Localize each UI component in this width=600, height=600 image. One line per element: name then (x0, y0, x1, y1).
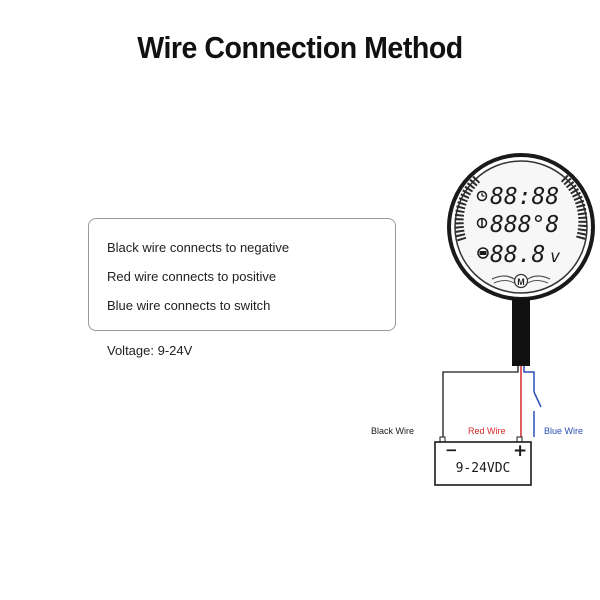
clock-icon (476, 190, 488, 202)
cable (512, 298, 530, 366)
wings-logo (491, 273, 551, 289)
positive-symbol: + (513, 441, 527, 461)
negative-symbol: − (445, 441, 458, 459)
gauge-left-scale (454, 174, 482, 242)
instruction-box: Black wire connects to negative Red wire… (88, 218, 396, 331)
blue-wire-label: Blue Wire (544, 426, 583, 436)
page-title: Wire Connection Method (137, 30, 463, 65)
instruction-black-wire: Black wire connects to negative (107, 240, 290, 255)
black-wire-label: Black Wire (371, 426, 414, 436)
battery-voltage-label: 9-24VDC (456, 461, 511, 476)
voltage-note: Voltage: 9-24V (107, 343, 193, 358)
battery-icon (477, 247, 489, 259)
gauge-right-scale (560, 174, 588, 242)
gauge-readout-time: 88:88 (490, 184, 559, 210)
instruction-blue-wire: Blue wire connects to switch (107, 298, 271, 313)
gauge-readout-temp: 888°8 (490, 212, 559, 238)
blue-wire (523, 366, 535, 392)
temperature-icon (476, 217, 488, 229)
instruction-red-wire: Red wire connects to positive (107, 269, 277, 284)
red-wire-label: Red Wire (468, 426, 506, 436)
black-wire (442, 366, 519, 437)
battery-body (434, 441, 532, 486)
gauge-readout-voltage: 88.8 (490, 242, 545, 268)
switch-lever (533, 391, 542, 408)
battery: − + 9-24VDC (434, 436, 532, 486)
gauge: 88:88 888°8 88.8 v M (447, 153, 595, 301)
gauge-readout-unit: v (550, 247, 561, 267)
logo-letter: M (517, 277, 525, 287)
